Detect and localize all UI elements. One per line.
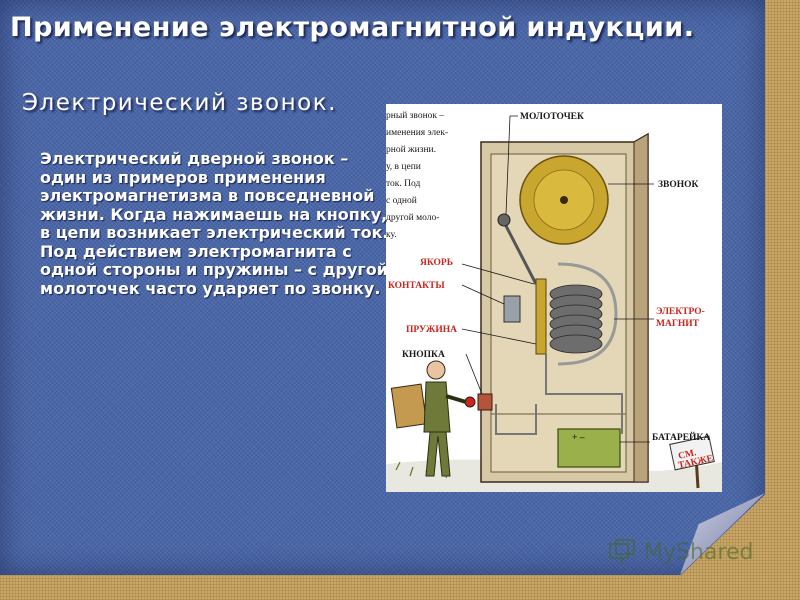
caption-line: у, в цепи: [386, 162, 421, 172]
slide-body-text: Электрический дверной звонок – один из п…: [40, 149, 389, 298]
armature: [535, 278, 547, 355]
contacts: [503, 295, 521, 323]
caption-line: с одной: [386, 195, 417, 206]
label-electromagnet: ЭЛЕКТРО-: [656, 307, 705, 317]
caption-line: рной жизни.: [386, 144, 436, 155]
doorbell-illustration: рный звонок – именения элек- рной жизни.…: [386, 104, 722, 492]
label-button: КНОПКА: [402, 350, 445, 360]
caption-line: именения элек-: [386, 128, 448, 138]
slide-subtitle: Электрический звонок.: [22, 90, 337, 116]
battery: + –: [557, 428, 621, 468]
label-battery: БАТАРЕЙКА: [652, 431, 710, 443]
push-button: [464, 393, 493, 411]
hammer: [497, 213, 538, 285]
see-also-sign: СМ. ТАКЖЕ: [669, 435, 715, 489]
label-contacts: КОНТАКТЫ: [388, 281, 445, 291]
caption-line: ку.: [386, 230, 397, 240]
label-bell: ЗВОНОК: [658, 180, 699, 190]
electromagnet: [549, 262, 618, 366]
watermark: MyShared: [608, 538, 753, 566]
figure-caption: рный звонок – именения элек- рной жизни.…: [386, 110, 448, 240]
caption-line: рный звонок –: [386, 110, 444, 121]
bell: [519, 155, 609, 245]
slide-title: Применение электромагнитной индукции.: [10, 12, 695, 43]
label-armature: ЯКОРЬ: [420, 258, 453, 268]
caption-line: ток. Под: [386, 179, 420, 189]
myshared-logo-icon: [609, 539, 635, 564]
watermark-text: MyShared: [644, 539, 754, 565]
doorbell-diagram: рный звонок – именения элек- рной жизни.…: [386, 110, 722, 492]
caption-line: другой моло-: [386, 212, 439, 223]
battery-terminals: + –: [572, 433, 585, 443]
label-electromagnet: МАГНИТ: [656, 319, 700, 329]
wires: [495, 354, 623, 435]
sign-text: СМ.: [677, 448, 697, 462]
label-hammer: МОЛОТОЧЕК: [520, 112, 584, 122]
label-spring: ПРУЖИНА: [406, 325, 457, 335]
leader-lines: [461, 115, 654, 443]
person-figure: [390, 360, 467, 477]
